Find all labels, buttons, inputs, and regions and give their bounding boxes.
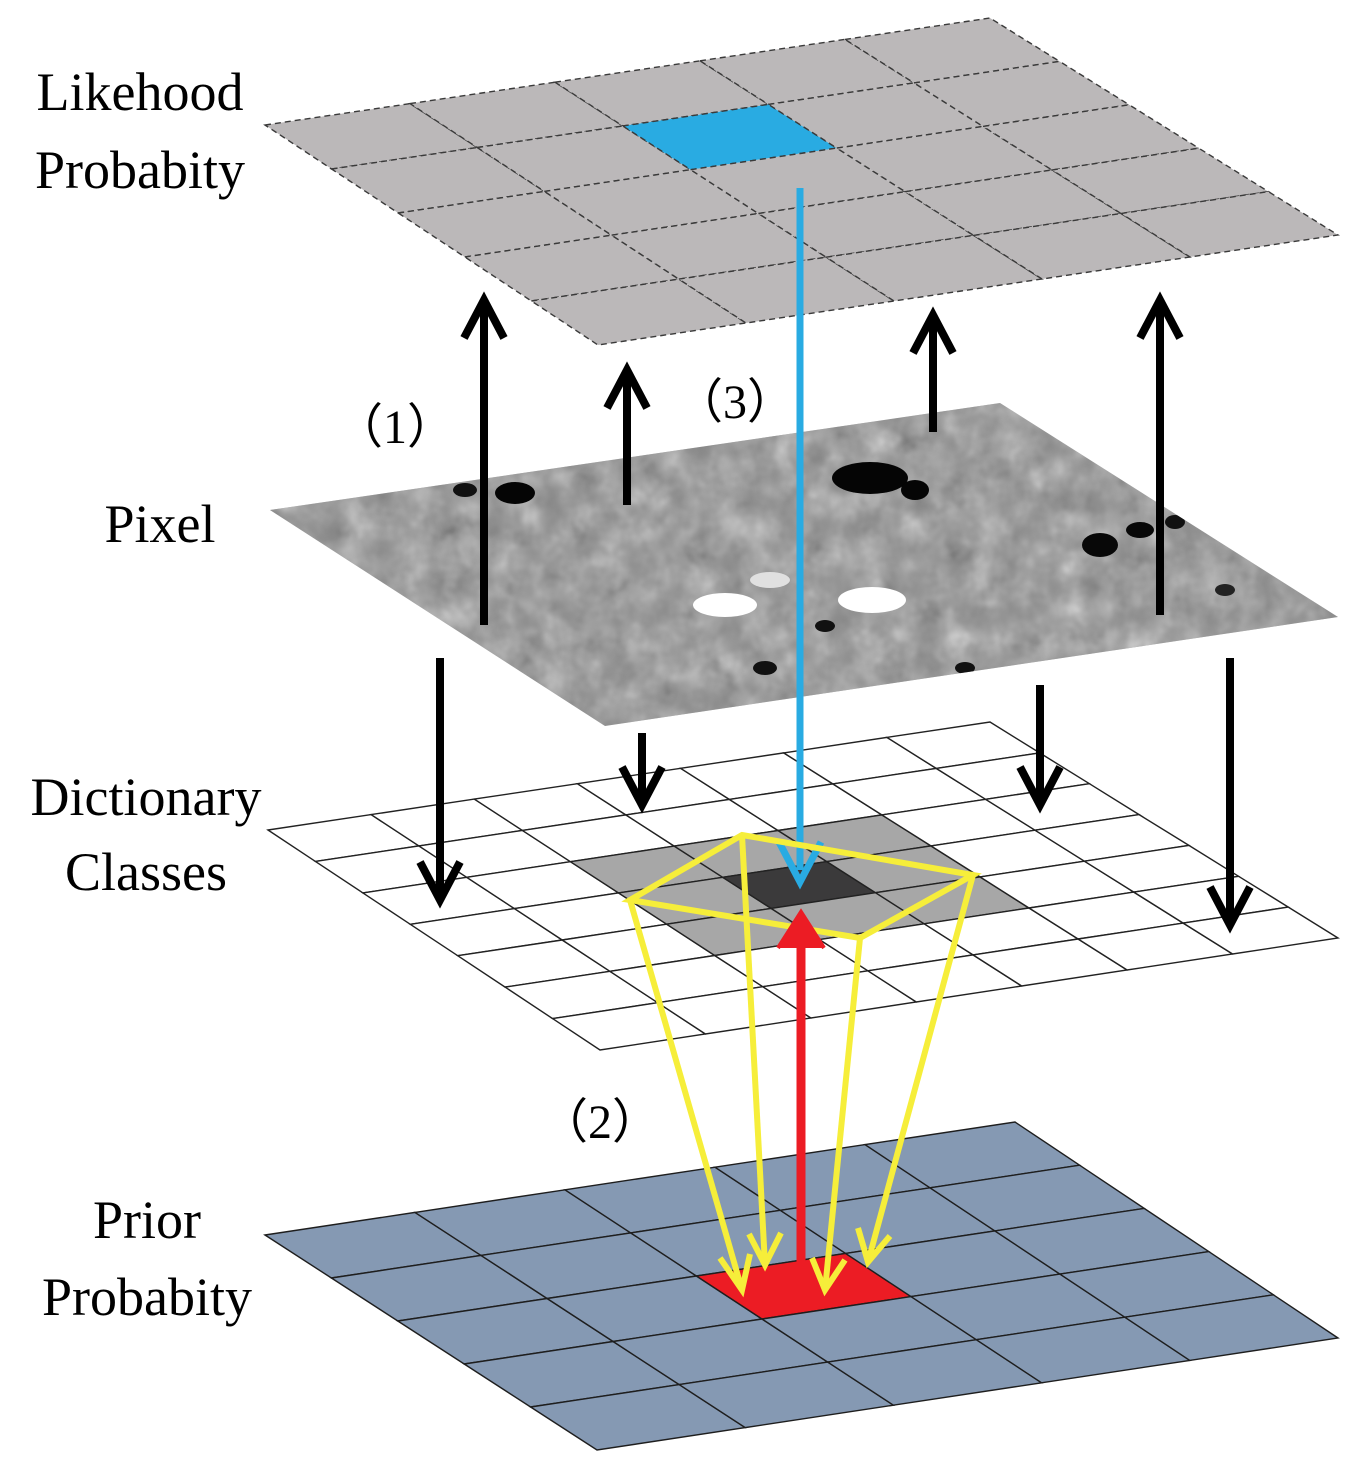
likelihood-cell [475, 125, 693, 193]
likelihood-cell [609, 212, 829, 280]
prior-label-line2: Probabity [42, 1267, 252, 1327]
likelihood-cell [688, 147, 908, 215]
likelihood-probability-layer [263, 17, 1340, 346]
likelihood-cell [676, 256, 896, 324]
step2-label: （2） [540, 1096, 660, 1149]
likelihood-cell [263, 102, 480, 170]
prior-cell [1122, 1294, 1340, 1362]
step1-down-arrow [618, 733, 666, 814]
prior-label-line1: Prior [93, 1190, 201, 1250]
step1-up-arrow [460, 291, 508, 625]
step1-up-arrow [1136, 291, 1184, 615]
pixel-label: Pixel [104, 494, 215, 554]
step3-label: （3） [675, 376, 795, 429]
step1-down-arrow [1016, 685, 1064, 814]
likelihood-cell [834, 125, 1054, 193]
likelihood-cell [408, 81, 625, 149]
dictionary-cell [1181, 906, 1340, 955]
yellow-projection [621, 831, 982, 1298]
step3-blue-arrow [775, 188, 825, 890]
black-arrows [416, 291, 1254, 934]
likelihood-cell [542, 168, 761, 236]
step2-red-arrow [776, 908, 826, 1302]
step1-up-arrow [909, 306, 957, 432]
pixel-image-features [453, 462, 1235, 675]
dictionary-classes-layer [266, 721, 1340, 1051]
likelihood-cell [756, 190, 976, 258]
dictionary-label-line2: Classes [65, 842, 227, 902]
likelihood-cell [981, 104, 1201, 171]
likelihood-cell [766, 82, 985, 149]
likelihood-cell [698, 38, 916, 106]
likelihood-cell [620, 103, 839, 171]
layer-labels: Likehood Probabity Pixel Dictionary Clas… [31, 62, 262, 1327]
likelihood-label-line1: Likehood [37, 62, 244, 122]
step-labels: （1） （2） （3） [335, 376, 795, 1149]
step1-label: （1） [335, 401, 455, 454]
likelihood-cell [462, 234, 681, 302]
step1-up-arrow [603, 361, 651, 505]
prior-probability-layer [263, 1121, 1340, 1451]
dictionary-label-line1: Dictionary [31, 767, 262, 827]
step1-down-arrow [416, 658, 464, 909]
likelihood-cell [843, 17, 1062, 84]
likelihood-cell [329, 146, 547, 214]
likelihood-cell [903, 169, 1123, 237]
likelihood-cell [912, 60, 1132, 128]
step1-down-arrow [1206, 658, 1254, 934]
likelihood-cell [396, 190, 614, 258]
likelihood-label-line2: Probabity [35, 140, 245, 200]
likelihood-cell [553, 60, 771, 127]
likelihood-cell [1119, 190, 1340, 258]
likelihood-cell [529, 278, 748, 346]
